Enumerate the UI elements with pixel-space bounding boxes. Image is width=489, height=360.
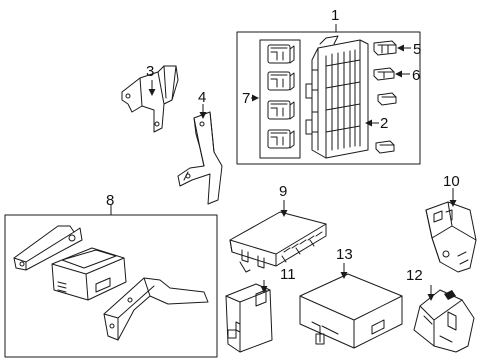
module-11 (225, 283, 273, 353)
callout-6: 6 (412, 67, 420, 84)
callout-11: 11 (280, 266, 296, 283)
control-module-8 (51, 247, 127, 301)
callout-5: 5 (413, 41, 421, 58)
callout-1: 1 (331, 7, 339, 24)
group-box-7 (259, 39, 301, 159)
module-13 (299, 273, 403, 349)
bracket-4 (177, 111, 223, 205)
callout-12: 12 (406, 267, 423, 284)
fuse-5 (373, 40, 397, 56)
fuse-6 (373, 67, 395, 81)
callout-13: 13 (336, 246, 353, 263)
bracket-3 (121, 65, 179, 133)
callout-7: 7 (242, 90, 250, 107)
callout-2: 2 (380, 115, 388, 132)
callout-8: 8 (106, 192, 114, 209)
group-box-1 (236, 31, 421, 165)
bracket-8-right (103, 277, 209, 341)
module-10 (425, 201, 477, 273)
callout-3: 3 (146, 63, 154, 80)
module-12 (413, 289, 475, 353)
callout-10: 10 (443, 173, 460, 190)
callout-4: 4 (198, 89, 206, 106)
callout-9: 9 (279, 183, 287, 200)
fuse-extra-a (377, 92, 397, 106)
junction-block-2 (305, 35, 369, 159)
module-9 (229, 211, 327, 273)
bracket-8-left (13, 225, 83, 271)
fuse-extra-b (375, 140, 395, 154)
relay-block-7 (267, 44, 295, 149)
